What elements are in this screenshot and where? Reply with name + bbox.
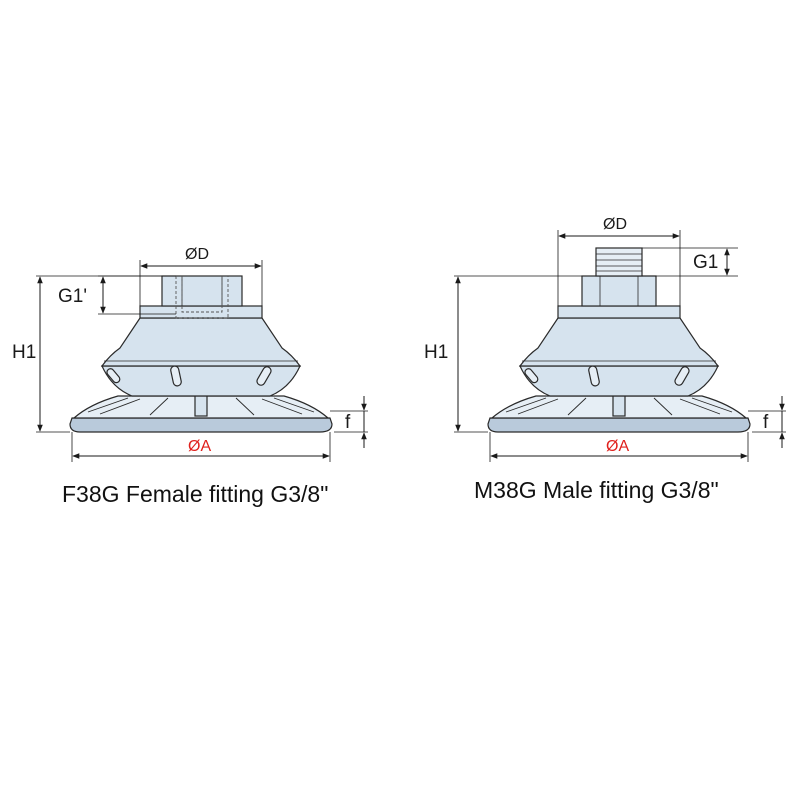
cup-cone bbox=[518, 317, 720, 367]
label-f: f bbox=[345, 412, 351, 433]
vent-slot bbox=[106, 368, 121, 384]
hex-fitting bbox=[161, 275, 243, 307]
internal-thread-hidden-inner bbox=[181, 276, 223, 313]
internal-thread-hidden bbox=[175, 276, 229, 319]
rib-lines bbox=[87, 397, 315, 416]
rib-lines bbox=[505, 397, 733, 416]
label-f: f bbox=[763, 412, 769, 433]
vent-slot bbox=[256, 366, 272, 386]
vent-slot bbox=[524, 368, 539, 384]
cup-lower-body bbox=[101, 365, 301, 397]
cup-lip bbox=[69, 417, 333, 433]
vent-slot bbox=[170, 365, 182, 387]
label-g1-thread: G1' bbox=[58, 286, 87, 307]
label-diameter-a: ØA bbox=[188, 438, 211, 455]
label-g1-thread: G1 bbox=[693, 252, 718, 273]
rib-center bbox=[194, 395, 208, 417]
cup-lower-body bbox=[519, 365, 719, 397]
vent-slot bbox=[588, 365, 600, 387]
cup-collar bbox=[557, 305, 681, 319]
hex-fitting bbox=[581, 275, 657, 307]
cup-lip bbox=[487, 417, 751, 433]
thread-lines bbox=[596, 253, 642, 272]
caption-male: M38G Male fitting G3/8" bbox=[474, 477, 719, 503]
rib-center bbox=[612, 395, 626, 417]
label-h1: H1 bbox=[12, 342, 36, 363]
label-diameter-d: ØD bbox=[603, 216, 627, 233]
vent-slot bbox=[674, 366, 690, 386]
male-thread-stem bbox=[595, 247, 643, 277]
female-cup-drawing: ØD G1' H1 f ØA F38G Female fitting G3/8" bbox=[12, 246, 368, 507]
label-diameter-a: ØA bbox=[606, 438, 629, 455]
label-h1: H1 bbox=[424, 342, 448, 363]
cup-cone bbox=[100, 317, 302, 367]
male-cup-drawing: ØD G1 H1 f ØA M38G Male fitting G3/8" bbox=[424, 216, 786, 503]
label-diameter-d: ØD bbox=[185, 246, 209, 263]
caption-female: F38G Female fitting G3/8" bbox=[62, 481, 328, 507]
